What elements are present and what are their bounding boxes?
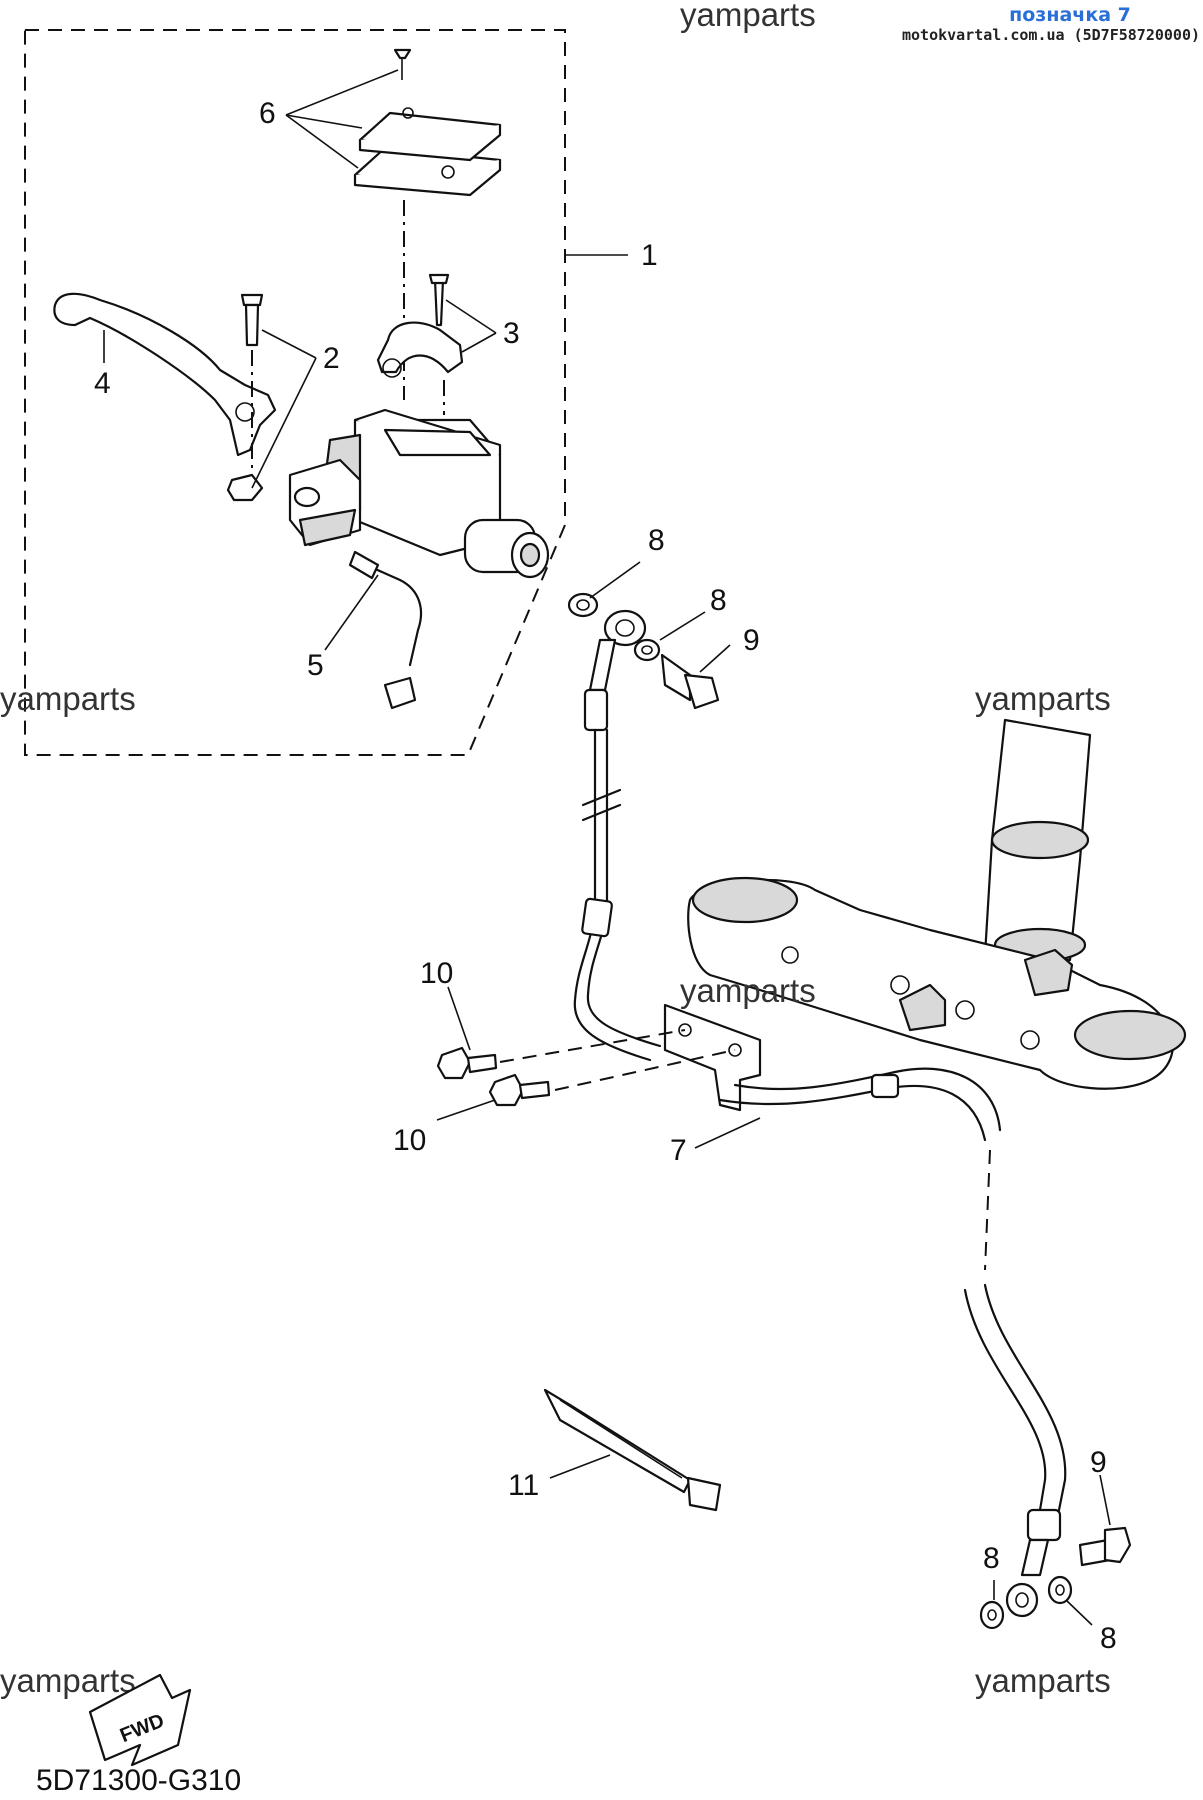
assembly-boundary [24,29,566,756]
watermark: yamparts [0,1662,136,1699]
cable-tie [543,1388,722,1512]
callout-2: 2 [323,342,340,375]
fwd-arrow-icon: FWD [88,1673,192,1767]
callout-5: 5 [307,649,324,682]
bracket-bolts [436,1029,736,1107]
callout-9-upper: 9 [743,624,760,657]
brake-hose-lower [718,1067,1067,1577]
diagram-code: 5D71300-G310 [36,1764,241,1797]
brake-hose-upper [573,638,662,1062]
callout-8-lower-a: 8 [983,1542,1000,1575]
callout-10-upper: 10 [420,957,453,990]
callout-11: 11 [508,1469,539,1502]
callout-8-lower-b: 8 [1100,1622,1117,1655]
callout-6: 6 [259,97,276,130]
reservoir-cap-group [353,48,502,197]
hose-bracket [663,1003,762,1112]
callout-8-upper-b: 8 [710,584,727,617]
watermark: yamparts [680,0,816,33]
master-cylinder-body [288,408,550,579]
upper-banjo-group [567,592,720,710]
watermark: yamparts [0,680,136,717]
callout-3: 3 [503,317,520,350]
brake-lever [53,292,277,457]
callout-1: 1 [641,239,658,272]
watermark: yamparts [975,1662,1111,1699]
watermark: yamparts [680,972,816,1009]
callout-10-lower: 10 [393,1124,426,1157]
lower-banjo-group [979,1526,1132,1630]
site-url: motokvartal.com.ua (5D7F58720000) [901,26,1200,44]
callout-7: 7 [670,1134,687,1167]
callout-9-lower: 9 [1090,1446,1107,1479]
watermark: yamparts [975,680,1111,717]
callout-8-upper-a: 8 [648,524,665,557]
leader-lines [103,69,1111,1626]
callout-4: 4 [94,367,111,400]
site-label: позначка 7 [1009,4,1131,26]
brake-light-switch [348,550,422,710]
steering-triple-clamp [687,718,1187,1090]
pivot-bolt-group [226,293,264,502]
handlebar-clamp-group [376,273,464,415]
